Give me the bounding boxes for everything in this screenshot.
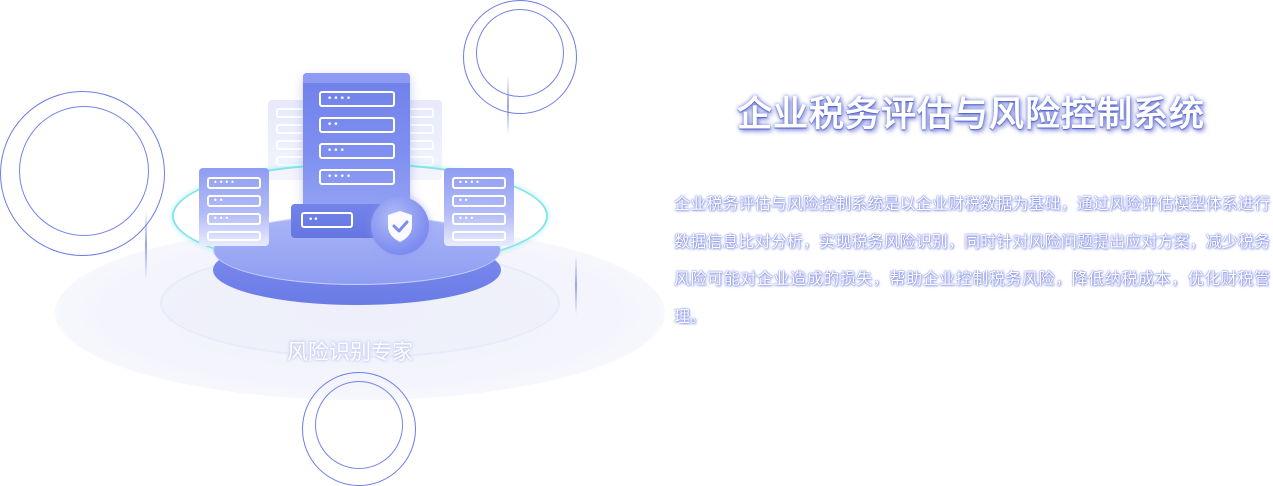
expert-label: 风险识别专家 [287,340,413,364]
server-rack-icon: •••• •• ••• [199,168,269,246]
left-circle-badge [0,91,165,256]
decor-line [575,255,577,315]
server-rack-icon: •••• •• ••• [444,168,514,246]
shield-check-icon [371,197,429,255]
bottom-circle-badge [302,372,416,486]
top-right-circle-badge [463,0,577,114]
page-title: 企业税务评估与风险控制系统 [737,94,1206,135]
decor-line [145,210,147,280]
description-text: 企业税务评估与风险控制系统是以企业财税数据为基础，通过风险评估模型体系进行数据信… [674,194,1270,326]
server-rack-icon: •••• •• ••• •••• [303,73,410,208]
